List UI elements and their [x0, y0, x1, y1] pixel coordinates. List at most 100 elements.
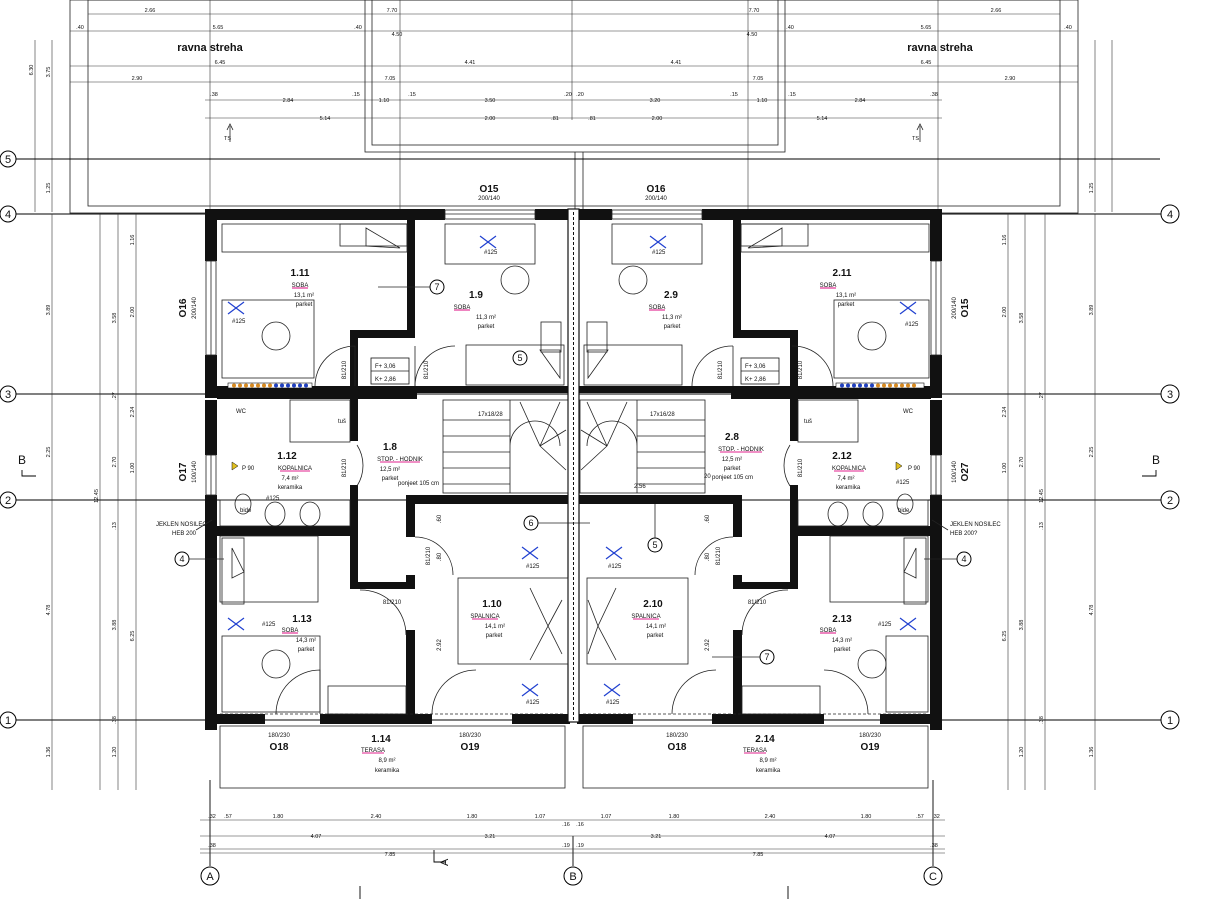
svg-text:KOPALNICA: KOPALNICA [278, 466, 312, 472]
svg-text:.38: .38 [930, 92, 938, 98]
svg-text:2.90: 2.90 [132, 76, 143, 82]
svg-text:B: B [1152, 453, 1160, 467]
svg-text:4: 4 [5, 209, 11, 221]
grid-bubble-2-left: 2 [0, 491, 17, 509]
svg-text:1.80: 1.80 [273, 814, 284, 820]
svg-text:1.12: 1.12 [277, 451, 297, 462]
svg-text:1.80: 1.80 [669, 814, 680, 820]
svg-text:3: 3 [5, 389, 11, 401]
svg-text:.80: .80 [705, 552, 711, 561]
svg-text:.81: .81 [551, 116, 559, 122]
door-labels: 81/210 81/210 81/210 81/210 81/210 81/21… [342, 360, 804, 606]
svg-text:81/210: 81/210 [342, 360, 348, 379]
room-label-1-9: 1.9 SOBA 11,3 m² parket [454, 290, 496, 330]
svg-text:1.25: 1.25 [46, 183, 52, 194]
side-dimension-texts-left: 3.89 1.16 3.58 2.00 2.25 2.24 2.70 1.00 … [46, 235, 136, 758]
svg-text:13,1 m²: 13,1 m² [836, 293, 856, 299]
svg-text:.15: .15 [788, 92, 796, 98]
room-label-1-10: 1.10 SPALNICA 14,1 m² parket [470, 599, 505, 639]
svg-text:180/230: 180/230 [459, 733, 481, 739]
svg-text:7.70: 7.70 [749, 8, 760, 14]
svg-text:81/210: 81/210 [342, 458, 348, 477]
svg-text:14,3 m²: 14,3 m² [296, 638, 316, 644]
grid-bubble-3-left: 3 [0, 385, 17, 403]
svg-text:81/210: 81/210 [716, 546, 722, 565]
svg-text:14,1 m²: 14,1 m² [485, 624, 505, 630]
party-wall [567, 208, 580, 723]
vent-icon [227, 617, 245, 631]
marker-5-left: 5 [512, 350, 528, 366]
svg-text:2.40: 2.40 [765, 814, 776, 820]
svg-text:3.21: 3.21 [651, 834, 662, 840]
svg-text:2: 2 [1167, 495, 1173, 507]
svg-text:1.9: 1.9 [469, 290, 483, 301]
svg-text:SOBA: SOBA [820, 283, 837, 289]
grid-bubble-4-right: 4 [1160, 204, 1180, 224]
grid-bubble-2-right: 2 [1160, 490, 1180, 510]
vent-icon [899, 301, 917, 315]
svg-text:5: 5 [5, 154, 11, 166]
svg-text:7: 7 [434, 282, 439, 292]
room-label-1-12: 1.12 KOPALNICA 7,4 m² keramika [277, 451, 312, 491]
vent-labels: #125 #125 #125 #125 #125 #125 #125 #125 … [232, 250, 919, 706]
svg-text:2.56: 2.56 [634, 484, 646, 490]
svg-text:1.20: 1.20 [1019, 747, 1025, 758]
marker-7-right: 7 [712, 649, 775, 665]
svg-text:5.14: 5.14 [817, 116, 828, 122]
svg-text:3.50: 3.50 [485, 98, 496, 104]
svg-text:3.75: 3.75 [46, 67, 52, 78]
bottom-dimension-lines [200, 819, 945, 854]
svg-text:6.30: 6.30 [29, 65, 35, 76]
fixture-labels: WC WC tuš tuš bide bide P 90 P 90 [236, 409, 921, 514]
ts-arrows [226, 123, 924, 142]
svg-text:100/140: 100/140 [952, 461, 958, 483]
svg-text:#125: #125 [266, 496, 280, 502]
marker-7-left: 7 [378, 279, 445, 295]
svg-text:STOP. - HODNIK: STOP. - HODNIK [718, 447, 764, 453]
svg-text:#125: #125 [652, 250, 666, 256]
svg-text:2.40: 2.40 [371, 814, 382, 820]
grid-bubble-B: B [563, 866, 583, 886]
marker-4-right: 4 [924, 551, 972, 567]
svg-text:tuš: tuš [338, 419, 346, 425]
svg-text:2.66: 2.66 [991, 8, 1002, 14]
vent-icon [649, 235, 667, 249]
grid-bubble-3-right: 3 [1160, 384, 1180, 404]
svg-text:1.36: 1.36 [1089, 747, 1095, 758]
marker-4-left: 4 [174, 551, 224, 567]
svg-text:81/210: 81/210 [798, 360, 804, 379]
svg-text:.38: .38 [208, 843, 216, 849]
svg-text:keramika: keramika [756, 768, 781, 774]
svg-text:1.80: 1.80 [467, 814, 478, 820]
svg-text:.80: .80 [437, 552, 443, 561]
svg-text:STOP. - HODNIK: STOP. - HODNIK [377, 457, 423, 463]
svg-text:3.58: 3.58 [1019, 313, 1025, 324]
svg-text:.40: .40 [786, 25, 794, 31]
svg-text:WC: WC [236, 409, 247, 415]
level-box-left: F+ 3,06 K+ 2,86 [370, 357, 410, 385]
svg-text:bide: bide [898, 508, 910, 514]
svg-text:20: 20 [704, 474, 711, 480]
door-swings [275, 345, 869, 715]
svg-text:12.45: 12.45 [94, 489, 100, 503]
svg-text:3.21: 3.21 [485, 834, 496, 840]
svg-text:.13: .13 [112, 522, 118, 530]
svg-text:1.36: 1.36 [46, 747, 52, 758]
svg-text:parket: parket [486, 633, 503, 639]
section-mark-b-left: B [18, 453, 36, 477]
svg-text:#125: #125 [232, 319, 246, 325]
svg-text:6.45: 6.45 [921, 60, 932, 66]
svg-text:180/230: 180/230 [268, 733, 290, 739]
svg-text:2.70: 2.70 [1019, 457, 1025, 468]
room-label-1-13: 1.13 SOBA 14,3 m² parket [282, 614, 317, 653]
svg-text:100/140: 100/140 [192, 461, 198, 483]
svg-text:4: 4 [179, 554, 184, 564]
svg-text:6.25: 6.25 [1002, 631, 1008, 642]
svg-text:1.07: 1.07 [601, 814, 612, 820]
svg-text:HEB 200?: HEB 200? [950, 531, 978, 537]
svg-text:2.00: 2.00 [1002, 307, 1008, 318]
svg-text:3.89: 3.89 [46, 305, 52, 316]
svg-text:K+ 2,86: K+ 2,86 [745, 377, 767, 383]
svg-text:.38: .38 [1039, 716, 1045, 724]
